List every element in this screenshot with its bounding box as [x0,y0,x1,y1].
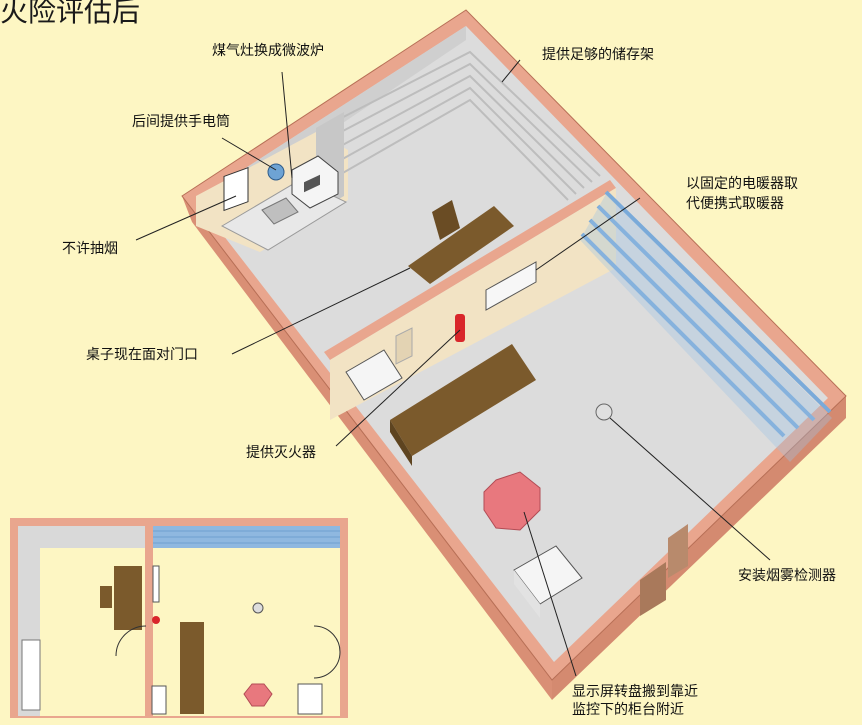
inset-extinguisher-icon [152,616,160,624]
inset-counter [180,622,204,714]
label-monitor-line2: 监控下的柜台附近 [572,702,684,718]
inset-chair [100,586,112,608]
inset-cabinet [297,683,323,715]
white-cabinet [345,349,403,401]
dividing-wall-top [324,180,616,360]
front-door [640,562,666,616]
label-extinguisher: 提供灭火器 [246,445,316,461]
label-heater-line2: 代便携式取暖器 [686,196,784,212]
inset-window-lines [153,530,340,544]
no-smoking-sign-icon [223,167,249,212]
storage-shelves [317,50,601,201]
inset-kitchen [21,639,41,711]
microwave-window [304,174,320,193]
back-door [668,524,688,578]
smoke-detector-icon [595,403,613,421]
window-sill [580,194,832,462]
fire-extinguisher-icon [455,314,465,342]
label-smoke-detector: 安装烟雾检测器 [738,568,836,584]
outer-wall-left-face [182,196,552,700]
outer-wall-bottom-face [552,396,846,700]
inset-white-cabinet [151,685,167,715]
page-title: 火险评估后 [0,0,141,28]
desk-chair [432,200,460,240]
inset-stool [243,683,273,707]
inset-front-door-arc-2 [313,651,341,679]
monitor-cabinet-front [514,570,540,618]
label-desk: 桌子现在面对门口 [86,347,198,363]
label-heater-line1: 以固定的电暖器取 [686,176,798,192]
inset-front-door-arc-1 [313,625,341,653]
label-shelves: 提供足够的储存架 [542,47,654,63]
octagon-stool [483,471,541,531]
leader-lines [135,59,771,677]
inset-floor [18,526,340,716]
label-torch: 后间提供手电筒 [132,114,230,130]
label-microwave: 煤气灶换成微波炉 [212,43,324,59]
wall-heater [485,261,537,311]
desk [408,206,514,284]
counter [390,344,536,456]
front-windows [580,190,832,438]
inset-desk [114,566,142,630]
inset-divider [145,526,153,716]
label-no-smoking: 不许抽烟 [62,241,118,257]
inset-heater [152,565,160,603]
label-monitor-line1: 显示屏转盘搬到靠近 [572,684,698,700]
counter-front [390,420,412,466]
sink [261,197,299,225]
plan-inset [10,518,348,718]
inset-door-arc [115,625,147,657]
interior-door [395,327,413,365]
inset-smoke-detector-icon [252,602,264,614]
dividing-wall-face [330,188,616,420]
